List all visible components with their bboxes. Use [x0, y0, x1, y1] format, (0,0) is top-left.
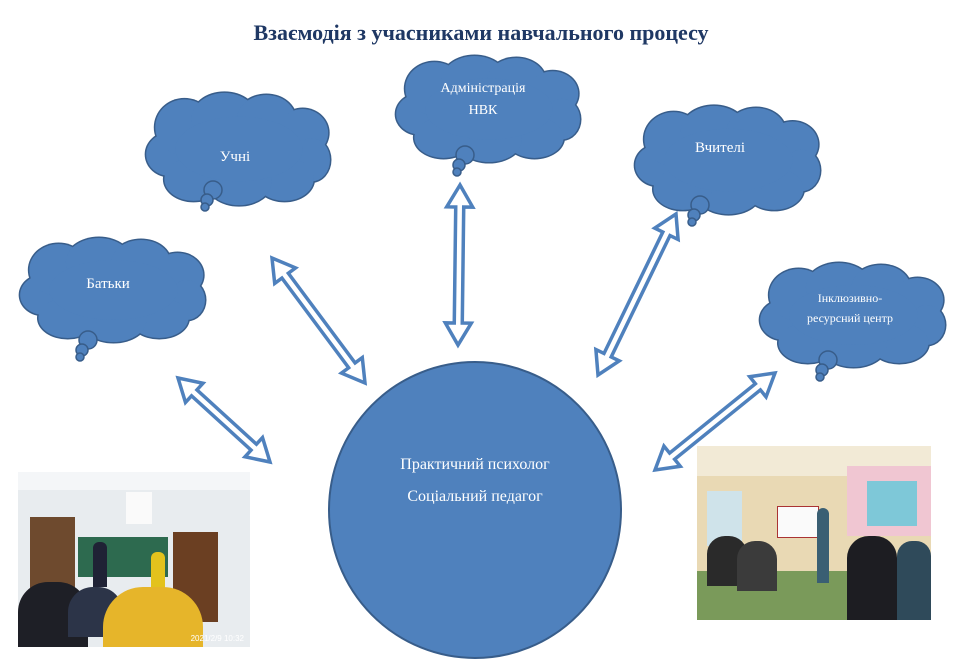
cloud-tail-bubble	[815, 372, 825, 382]
classroom-photo-left: 2021/2/9 10:32	[18, 472, 250, 647]
cloud-admin	[394, 54, 582, 177]
arrow-teachers	[593, 210, 681, 379]
cloud-tail-bubble	[75, 352, 85, 362]
cloud-label-students: Учні	[219, 149, 251, 165]
cloud-tail-bubble	[687, 217, 697, 227]
cloud-parents	[18, 236, 207, 362]
cloud-label-admin-line1: Адміністрація	[440, 81, 526, 96]
cloud-irc	[758, 261, 947, 382]
cloud-label-parents: Батьки	[86, 276, 130, 292]
diagram-title: Взаємодія з учасниками навчального проце…	[253, 20, 709, 45]
double-arrow-shape	[442, 181, 476, 349]
cloud-label-admin-line2: НВК	[468, 103, 498, 118]
arrow-students	[269, 255, 368, 386]
cloud-bump	[664, 128, 793, 192]
arrow-admin	[442, 181, 476, 349]
center-label-psychologist: Практичний психолог	[400, 456, 550, 473]
arrow-irc	[652, 370, 778, 473]
cloud-label-irc-line1: Інклюзивно-	[817, 291, 883, 305]
cloud-teachers	[633, 104, 822, 227]
photo-timestamp: 2021/2/9 10:32	[190, 634, 244, 643]
cloud-label-teachers: Вчителі	[694, 140, 746, 156]
cloud-bump	[789, 285, 918, 345]
center-label-social-pedagogue: Соціальний педагог	[407, 488, 543, 505]
double-arrow-shape	[269, 255, 368, 386]
double-arrow-shape	[175, 375, 273, 465]
cloud-label-admin: Адміністрація НВК	[418, 78, 548, 122]
cloud-tail-bubble	[200, 202, 210, 212]
cloud-tail-bubble	[452, 167, 462, 177]
double-arrow-shape	[652, 370, 778, 473]
center-ellipse	[328, 361, 622, 659]
arrow-parents	[175, 375, 273, 465]
double-arrow-shape	[593, 210, 681, 379]
cloud-bump	[425, 78, 553, 140]
cloud-bump	[175, 116, 303, 182]
cloud-label-irc-line2: ресурсний центр	[807, 311, 893, 325]
cloud-bump	[49, 260, 178, 320]
cloud-students	[144, 91, 332, 212]
classroom-photo-right	[697, 446, 931, 620]
cloud-label-irc: Інклюзивно- ресурсний центр	[780, 288, 920, 328]
